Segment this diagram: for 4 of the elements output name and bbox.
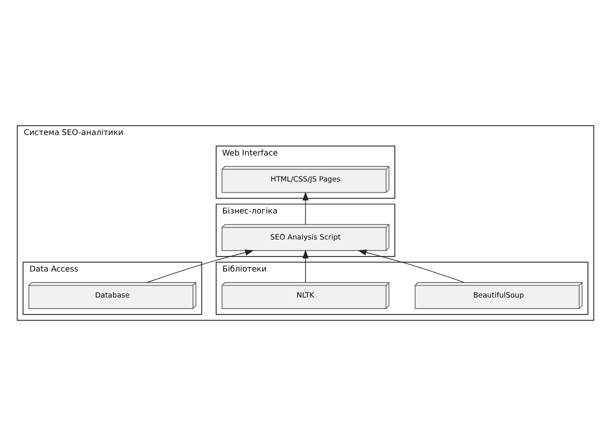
arrow bbox=[302, 192, 309, 225]
arrow bbox=[358, 250, 465, 283]
arrow bbox=[146, 250, 254, 283]
arrow bbox=[302, 250, 309, 283]
